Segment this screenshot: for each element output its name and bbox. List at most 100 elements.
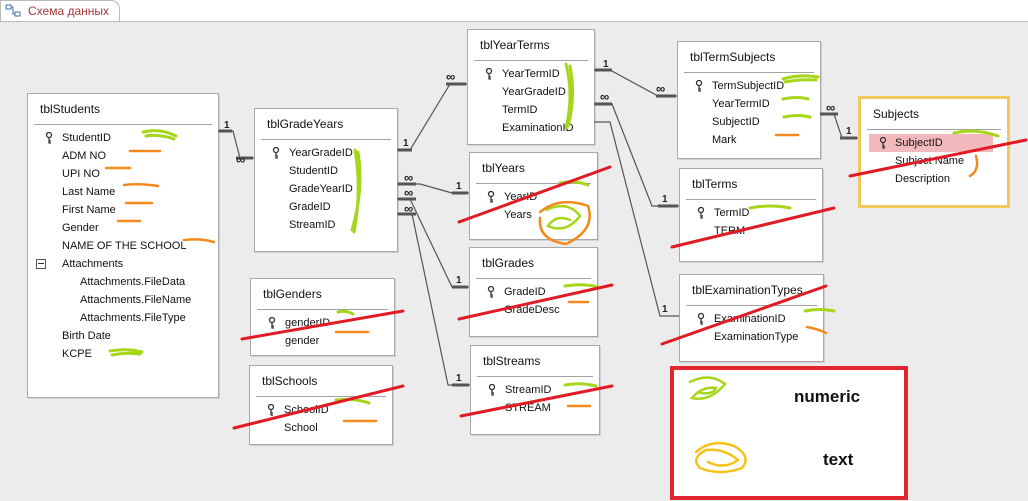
table-terms[interactable]: tblTerms TermID TERM	[679, 168, 823, 262]
field-row[interactable]: Attachments	[28, 255, 218, 273]
field-row[interactable]: YearGradeID	[255, 144, 397, 162]
table-schools[interactable]: tblSchools SchoolID School	[249, 365, 393, 445]
field-name: YearID	[504, 191, 538, 203]
field-row[interactable]: YearGradeID	[468, 83, 594, 101]
field-name: TermID	[502, 104, 538, 116]
field-row[interactable]: ExaminationType	[680, 328, 823, 346]
field-name: Years	[504, 209, 532, 221]
table-title: tblGenders	[263, 287, 322, 301]
field-row[interactable]: Mark	[678, 131, 820, 149]
cardinality-one: 1	[662, 194, 668, 205]
field-row[interactable]: TermID	[468, 101, 594, 119]
table-students[interactable]: tblStudents StudentID ADM NO UPI NO Last…	[27, 93, 219, 398]
field-row[interactable]: YearTermID	[468, 65, 594, 83]
field-row[interactable]: Attachments.FileType	[28, 309, 218, 327]
field-name: SubjectID	[895, 137, 943, 149]
key-icon	[267, 404, 275, 416]
table-genders[interactable]: tblGenders genderID gender	[250, 278, 395, 356]
relation-termsubjects-subjects	[820, 113, 858, 139]
field-row[interactable]: GradeID	[255, 198, 397, 216]
field-row[interactable]: Last Name	[28, 183, 218, 201]
field-row-selected[interactable]: SubjectID	[869, 134, 993, 152]
field-name: GradeID	[289, 201, 331, 213]
field-row[interactable]: Description	[861, 170, 1007, 188]
table-title: tblYears	[482, 161, 525, 175]
relation-yearterms-termsubjects	[594, 69, 677, 97]
field-row[interactable]: TermID	[680, 204, 822, 222]
field-name: Gender	[62, 222, 99, 234]
field-row[interactable]: KCPE	[28, 345, 218, 363]
field-row[interactable]: SchoolID	[250, 401, 392, 419]
field-row[interactable]: ADM NO	[28, 147, 218, 165]
tab-schema[interactable]: Схема данных	[0, 0, 120, 21]
field-row[interactable]: genderID	[251, 314, 394, 332]
field-row[interactable]: StreamID	[471, 381, 599, 399]
key-icon	[695, 80, 703, 92]
table-title: tblExaminationTypes	[692, 283, 803, 297]
cardinality-many: ∞	[446, 69, 455, 84]
field-row[interactable]: GradeDesc	[470, 301, 597, 319]
field-row[interactable]: YearID	[470, 188, 597, 206]
table-examination-types[interactable]: tblExaminationTypes ExaminationID Examin…	[679, 274, 824, 362]
field-row[interactable]: NAME OF THE SCHOOL	[28, 237, 218, 255]
relation-gradeyears-yearterms	[397, 83, 467, 151]
field-name: Mark	[712, 134, 737, 146]
field-row[interactable]: StudentID	[255, 162, 397, 180]
relationships-icon	[5, 4, 21, 17]
table-grade-years[interactable]: tblGradeYears YearGradeID StudentID Grad…	[254, 108, 398, 252]
field-name: YearTermID	[502, 68, 560, 80]
field-row[interactable]: TERM	[680, 222, 822, 240]
cardinality-one: 1	[456, 373, 462, 384]
field-row[interactable]: SubjectID	[678, 113, 820, 131]
field-row[interactable]: Attachments.FileData	[28, 273, 218, 291]
field-row[interactable]: StreamID	[255, 216, 397, 234]
cardinality-one: 1	[846, 126, 852, 137]
relation-yearterms-examtypes	[594, 121, 679, 317]
field-row[interactable]: UPI NO	[28, 165, 218, 183]
cardinality-one: 1	[403, 138, 409, 149]
field-name: Subject Name	[895, 155, 965, 167]
field-row[interactable]: StudentID	[28, 129, 218, 147]
field-row[interactable]: ExaminationID	[468, 119, 594, 137]
table-term-subjects[interactable]: tblTermSubjects TermSubjectID YearTermID…	[677, 41, 821, 159]
field-row[interactable]: GradeYearID	[255, 180, 397, 198]
cardinality-many: ∞	[656, 81, 665, 96]
key-icon	[879, 137, 887, 149]
field-row[interactable]: School	[250, 419, 392, 437]
table-subjects[interactable]: Subjects SubjectID Subject Name Descript…	[858, 96, 1010, 208]
tab-label: Схема данных	[28, 4, 110, 18]
field-row[interactable]: YearTermID	[678, 95, 820, 113]
field-row[interactable]: GradeID	[470, 283, 597, 301]
field-name: Last Name	[62, 186, 116, 198]
relation-students-gradeyears	[218, 130, 254, 159]
field-name: StreamID	[505, 384, 552, 396]
table-title: tblTerms	[692, 177, 738, 191]
field-row[interactable]: gender	[251, 332, 394, 350]
field-name: TERM	[714, 225, 746, 237]
table-years[interactable]: tblYears YearID Years	[469, 152, 598, 240]
table-grades[interactable]: tblGrades GradeID GradeDesc	[469, 247, 598, 337]
field-name: gender	[285, 335, 320, 347]
collapse-icon[interactable]	[36, 259, 46, 269]
cardinality-many: ∞	[236, 152, 245, 167]
field-row[interactable]: ExaminationID	[680, 310, 823, 328]
field-name: Attachments.FileType	[80, 312, 186, 324]
field-row[interactable]: TermSubjectID	[678, 77, 820, 95]
table-title: Subjects	[873, 107, 920, 121]
table-year-terms[interactable]: tblYearTerms YearTermID YearGradeID Term…	[467, 29, 595, 145]
field-name: GradeID	[504, 286, 546, 298]
key-icon	[487, 191, 495, 203]
cardinality-many: ∞	[826, 100, 835, 115]
field-row[interactable]: STREAM	[471, 399, 599, 417]
table-title: tblYearTerms	[480, 38, 550, 52]
field-row[interactable]: Subject Name	[861, 152, 1007, 170]
field-name: Attachments	[62, 258, 124, 270]
field-row[interactable]: Gender	[28, 219, 218, 237]
field-row[interactable]: Years	[470, 206, 597, 224]
field-row[interactable]: First Name	[28, 201, 218, 219]
field-row[interactable]: Attachments.FileName	[28, 291, 218, 309]
field-row[interactable]: Birth Date	[28, 327, 218, 345]
field-name: School	[284, 422, 318, 434]
cardinality-one: 1	[224, 120, 230, 131]
table-streams[interactable]: tblStreams StreamID STREAM	[470, 345, 600, 435]
